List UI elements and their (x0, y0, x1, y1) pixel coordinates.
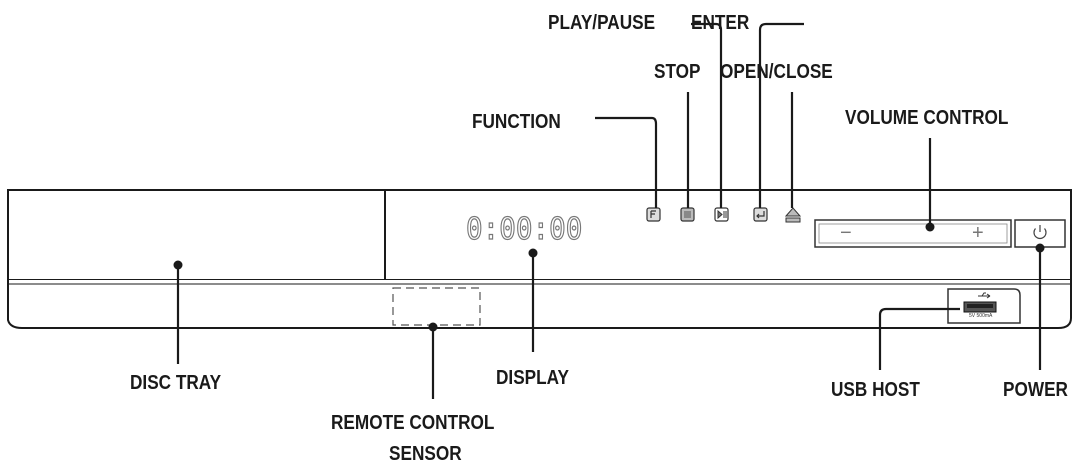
label-open-close: OPEN/CLOSE (720, 61, 833, 83)
stop-button[interactable] (680, 207, 695, 222)
label-power: POWER (1003, 379, 1068, 401)
leader-dots (173, 222, 1045, 332)
usb-host-port[interactable] (947, 288, 1021, 324)
power-button[interactable] (1014, 219, 1066, 248)
label-volume-control: VOLUME CONTROL (845, 107, 1009, 129)
label-display: DISPLAY (496, 367, 569, 389)
label-play-pause: PLAY/PAUSE (548, 12, 656, 34)
volume-plus-mark: + (972, 222, 984, 244)
power-icon (1033, 225, 1047, 240)
leader-usb-host (878, 307, 960, 370)
leader-function (595, 116, 658, 208)
function-icon (650, 210, 656, 218)
label-stop: STOP (654, 61, 701, 83)
label-disc-tray: DISC TRAY (130, 372, 222, 394)
leader-lines (176, 22, 1042, 399)
open-close-button[interactable] (784, 207, 802, 223)
device-body (7, 189, 1072, 329)
label-enter: ENTER (691, 12, 750, 34)
play-pause-button[interactable] (714, 207, 729, 222)
enter-icon (756, 211, 765, 219)
label-usb-host: USB HOST (831, 379, 920, 401)
label-remote-sensor-line1: REMOTE CONTROL (331, 412, 495, 434)
play-pause-icon (717, 209, 727, 220)
usb-icon (978, 292, 991, 299)
usb-spec-label: 5V 500mA (969, 313, 993, 319)
stop-icon (684, 211, 691, 218)
label-remote-sensor-line2: SENSOR (389, 443, 462, 465)
eject-icon (784, 207, 802, 223)
volume-control[interactable] (814, 219, 1012, 248)
remote-sensor-window (392, 287, 481, 326)
enter-button[interactable] (753, 207, 768, 222)
label-function: FUNCTION (472, 111, 561, 133)
volume-minus-mark: − (840, 222, 852, 244)
leader-enter (758, 22, 804, 208)
leader-play-pause (691, 22, 723, 208)
function-button[interactable] (646, 207, 661, 222)
display-readout: 0:00:00 (465, 211, 583, 247)
front-lip (7, 280, 1072, 329)
